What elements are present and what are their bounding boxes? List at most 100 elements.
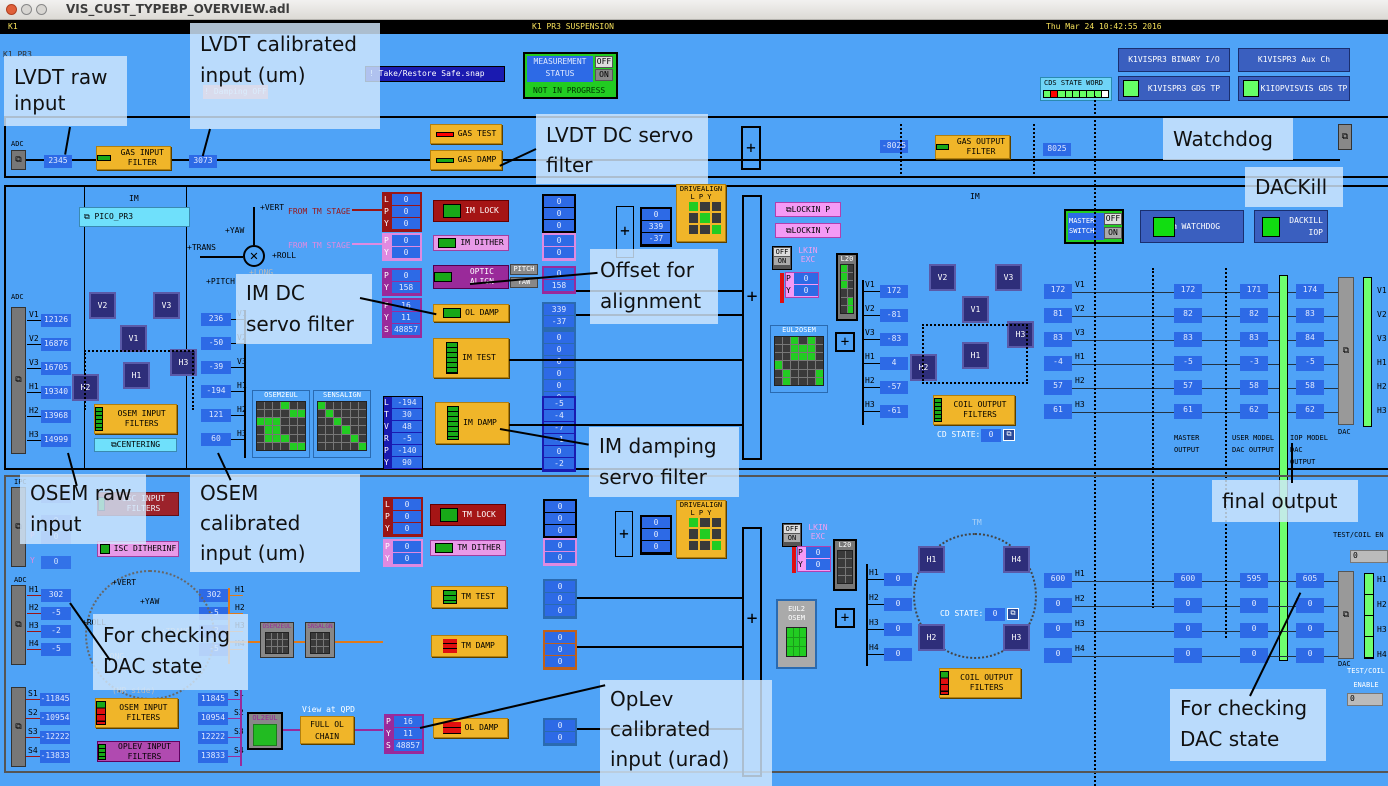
osem-v2-button[interactable]: V2 [929,264,956,291]
l20-label: L20 [840,255,854,263]
lockin-p-button[interactable]: ⧉LOCKIN P [775,202,841,217]
lkin-off-button[interactable]: OFF [774,248,790,256]
im-drivealign-matrix-button[interactable]: DRIVEALIGN L P Y [676,184,726,242]
osem-v3-button[interactable]: V3 [995,264,1022,291]
osem-h1-button[interactable]: H1 [123,362,150,389]
gas-output-filter-button[interactable]: GAS OUTPUT FILTER [935,135,1010,159]
im-osem2eul-matrix-button[interactable]: OSEM2EUL [252,390,310,458]
optic-align-button[interactable]: OPTIC ALIGN [433,265,509,289]
im-adc-button[interactable]: ⧉ [11,307,26,454]
im-lock-button[interactable]: IM LOCK [433,200,509,222]
im-eul2osem-matrix-button[interactable]: EUL2OSEM [770,325,828,393]
tm-adc-button[interactable]: ⧉ [11,585,26,665]
im-test-button[interactable]: IM TEST [433,338,509,378]
im-cd-state-value: 0 [981,429,1001,442]
im-dac-button[interactable]: ⧉ [1338,277,1354,425]
osem-v1-button[interactable]: V1 [120,325,147,352]
osem-h4-button[interactable]: H4 [1003,546,1030,573]
measurement-off-button[interactable]: OFF [595,56,613,68]
osem-h1-button[interactable]: H1 [962,342,989,369]
channel-value: -50 [201,337,231,350]
osem-h2-button[interactable]: H2 [918,624,945,651]
im-cd-state-button[interactable]: ⧉ [1003,429,1015,441]
tm-coil-bus [866,564,868,666]
matrix-cell [318,418,326,426]
channel-line [26,699,40,700]
master-switch-on-button[interactable]: ON [1104,227,1122,239]
tm-osem2eul-matrix-button[interactable]: OSEM2EUL [260,622,294,658]
im-ol-damp-button[interactable]: OL DAMP [433,304,509,322]
dotted-divider [1225,268,1227,638]
tm-lkin-exc-bar [792,547,796,573]
centering-button[interactable]: ⧉CENTERING [94,438,177,452]
tm-eul2osem-matrix-button[interactable]: EUL2 OSEM [776,599,817,669]
tm-l20-matrix-button[interactable]: L20 [833,539,857,591]
oplev-adc-button[interactable]: ⧉ [11,687,26,767]
im-l20-matrix-button[interactable]: L20 [836,253,858,321]
maximize-window-button[interactable] [36,4,47,15]
lkin-on-button[interactable]: ON [774,257,790,265]
pitch-offset-button[interactable]: PITCH [510,264,538,275]
tm-lkin-on-button[interactable]: ON [784,534,800,542]
gas-adc-button[interactable]: ⧉ [11,150,26,170]
pico-pr3-button[interactable]: ⧉ PICO_PR3 [79,207,190,227]
take-restore-snap-button[interactable]: ! Take/Restore Safe.snap [365,66,505,82]
tm-lkin-exc-switch[interactable]: OFF ON [782,523,802,547]
tm-lock-button[interactable]: TM LOCK [430,504,506,526]
gas-dac-button[interactable]: ⧉ [1338,124,1352,150]
tm-ol-damp-button[interactable]: OL DAMP [433,718,508,738]
osem-h3-button[interactable]: H3 [1003,624,1030,651]
im-damp-button[interactable]: IM DAMP [435,402,509,444]
stack-value: 0 [545,525,575,536]
osem-v1-button[interactable]: V1 [962,296,989,323]
iop-gds-tp-button[interactable]: K1IOPVISVIS GDS TP [1238,76,1350,101]
osem-h1-button[interactable]: H1 [918,546,945,573]
measurement-on-button[interactable]: ON [595,69,613,81]
master-switch-off-button[interactable]: OFF [1104,213,1122,225]
osem-v3-button[interactable]: V3 [153,292,180,319]
gas-damp-button[interactable]: GAS DAMP [430,150,502,170]
kv-row: R-5 [384,433,422,444]
gas-test-button[interactable]: GAS TEST [430,124,502,144]
ol2eul-matrix-button[interactable]: OL2EUL [247,712,283,750]
oplev-input-filters-button[interactable]: OPLEV INPUT FILTERS [97,741,180,762]
matrix-cell [791,337,799,345]
isc-dither-button[interactable]: ISC DITHERINF [97,541,179,557]
tm-snsalgn-matrix-button[interactable]: SNSALGN [305,622,335,658]
dackill-label: DACKILL IOP [1289,216,1323,237]
binary-io-button[interactable]: K1VISPR3 BINARY I/O [1118,48,1230,72]
im-coil-output-filters-button[interactable]: COIL OUTPUT FILTERS [933,395,1015,425]
coil-channel-line [864,315,880,316]
tm-dither-button[interactable]: TM DITHER [430,540,506,556]
aux-channels-button[interactable]: K1VISPR3 Aux Ch [1238,48,1350,72]
test-coil-en-input[interactable]: 0 [1350,550,1388,563]
im-sensalign-matrix-button[interactable]: SENSALIGN [313,390,371,458]
tm-coil-output-filters-button[interactable]: COIL OUTPUT FILTERS [939,668,1021,698]
tm-dac-button[interactable]: ⧉ [1338,571,1354,659]
minimize-window-button[interactable] [21,4,32,15]
osem-v2-button[interactable]: V2 [89,292,116,319]
gas-input-filter-button[interactable]: GAS INPUT FILTER [96,146,171,170]
im-lkin-exc-switch[interactable]: OFF ON [772,246,792,270]
tm-test-button[interactable]: TM TEST [431,586,507,608]
im-coil-outline [922,324,1028,384]
matrix-cell [799,337,807,345]
watchdog-button[interactable]: ⧉ WATCHDOG [1140,210,1244,243]
tm-damp-button[interactable]: TM DAMP [431,635,507,657]
tm-drivealign-matrix-button[interactable]: DRIVEALIGN L P Y [676,500,726,558]
tm-cd-state-button[interactable]: ⧉ [1007,608,1019,620]
tm-lkin-off-button[interactable]: OFF [784,525,800,533]
full-ol-chain-button[interactable]: FULL OL CHAIN [300,716,354,744]
gds-tp-button[interactable]: K1VISPR3 GDS TP [1118,76,1230,101]
im-osem-input-filters-button[interactable]: OSEM INPUT FILTERS [94,404,177,434]
test-coil-enable-input[interactable]: 0 [1347,693,1383,706]
lockin-y-button[interactable]: ⧉LOCKIN Y [775,223,841,238]
close-window-button[interactable] [6,4,17,15]
oplev-osem-input-filters-button[interactable]: OSEM INPUT FILTERS [95,698,178,728]
output-channel-label: H3 [1075,400,1085,409]
axis-yaw-label: +YAW [225,226,245,235]
im-dither-button[interactable]: IM DITHER [433,235,509,251]
user-dac-value: 171 [1240,284,1268,299]
dackill-iop-button[interactable]: DACKILL IOP [1254,210,1328,243]
